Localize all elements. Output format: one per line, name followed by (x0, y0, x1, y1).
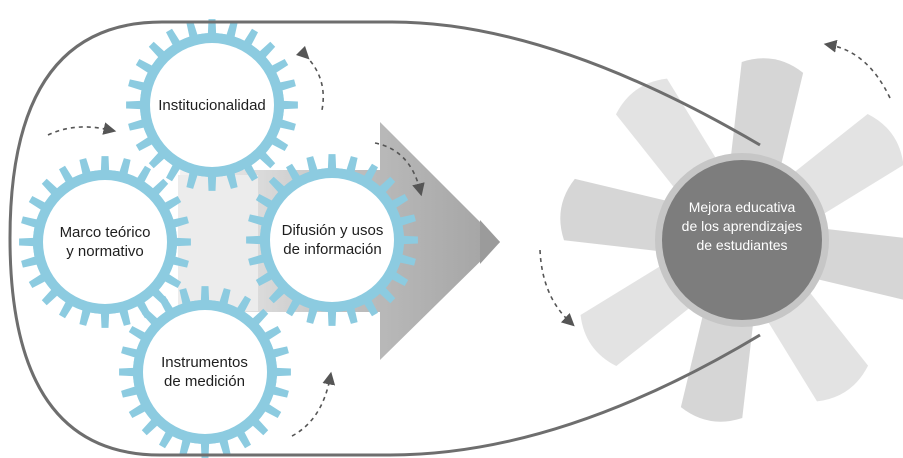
outcome-line3: de estudiantes (696, 236, 788, 253)
marco-line2: y normativo (66, 243, 144, 260)
institucionalidad-text: Institucionalidad (158, 96, 266, 114)
gear-group (19, 19, 418, 458)
gear-label-difusion: Difusión y usos de información (255, 220, 410, 260)
outcome-core (655, 153, 829, 327)
fan-blade (789, 113, 903, 218)
difusion-line2: de información (283, 241, 382, 258)
dashed-rotation-arrow-icon (47, 39, 891, 437)
gear-label-instrumentos: Instrumentos de medición (132, 352, 277, 392)
fan-blade-icon (560, 58, 903, 422)
fan-blade (615, 78, 720, 193)
instrumentos-line1: Instrumentos (161, 354, 248, 371)
gear-difusion-icon (246, 154, 418, 326)
gear-label-institucionalidad: Institucionalidad (142, 86, 282, 124)
outcome-label: Mejora educativa de los aprendizajes de … (662, 196, 822, 256)
difusion-line1: Difusión y usos (281, 222, 384, 239)
marco-line1: Marco teórico (59, 224, 151, 241)
loop-outline (8, 20, 761, 457)
connector-block (178, 175, 258, 311)
gear-label-marco: Marco teórico y normativo (30, 222, 180, 262)
fan-blade (580, 262, 695, 367)
fan-blade (560, 178, 672, 252)
outcome-line1: Mejora educativa (688, 198, 796, 215)
gear-institucionalidad-icon (126, 19, 298, 191)
instrumentos-line2: de medición (164, 373, 245, 390)
fan-blade (764, 287, 869, 402)
gear-instrumentos-icon (119, 286, 291, 458)
gear-marco-icon (19, 156, 191, 328)
outcome-line2: de los aprendizajes (681, 217, 803, 234)
fan-blade (812, 228, 903, 300)
fan-blade (680, 310, 754, 422)
fan-blade (730, 58, 804, 170)
